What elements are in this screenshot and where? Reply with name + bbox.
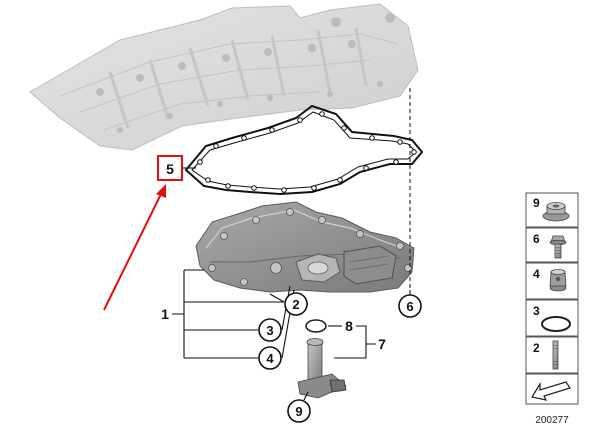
callout-2-circle	[284, 292, 308, 316]
legend-item-6: 6	[525, 227, 579, 263]
legend-number-2: 2	[533, 341, 540, 355]
callout-2: 2	[292, 297, 299, 312]
legend-item-4: 4	[525, 262, 579, 300]
legend-item-3: 3	[525, 299, 579, 337]
flange-nut-icon	[542, 202, 570, 222]
oil-pan	[195, 201, 415, 293]
hex-bolt-icon	[549, 235, 567, 259]
callout-3-circle	[258, 318, 282, 342]
callout-6: 6	[406, 299, 413, 314]
legend-footer	[525, 373, 579, 405]
catalog-number: 200277	[535, 415, 569, 426]
callout-3: 3	[266, 323, 273, 338]
callout-labels: 5 1 2 3 4 8 7 6 9	[161, 161, 422, 423]
legend-item-9: 9	[525, 192, 579, 228]
highlight-arrow	[103, 155, 183, 311]
legend-number-9: 9	[533, 196, 540, 210]
callout-4: 4	[266, 351, 274, 366]
callout-9: 9	[295, 404, 302, 419]
legend-number-3: 3	[533, 304, 540, 318]
callout-7: 7	[378, 336, 386, 352]
callout-1: 1	[161, 306, 169, 322]
callout-6-circle	[398, 294, 422, 318]
o-ring	[305, 319, 327, 333]
callout-5: 5	[166, 161, 174, 177]
callout-8: 8	[345, 318, 353, 334]
o-ring-icon	[541, 316, 571, 332]
legend-number-6: 6	[533, 232, 540, 246]
callout-9-circle	[287, 399, 311, 423]
legend-item-2: 2	[525, 336, 579, 374]
stud-icon	[552, 340, 559, 370]
oil-pan-gasket	[184, 104, 424, 196]
oil-level-sensor	[297, 338, 347, 399]
drain-plug-icon	[549, 268, 567, 292]
upper-housing	[29, 3, 419, 151]
direction-arrow-icon	[531, 381, 571, 401]
parts-legend: 9 6 4	[525, 192, 579, 426]
legend-number-4: 4	[533, 267, 540, 281]
callout-4-circle	[258, 346, 282, 370]
